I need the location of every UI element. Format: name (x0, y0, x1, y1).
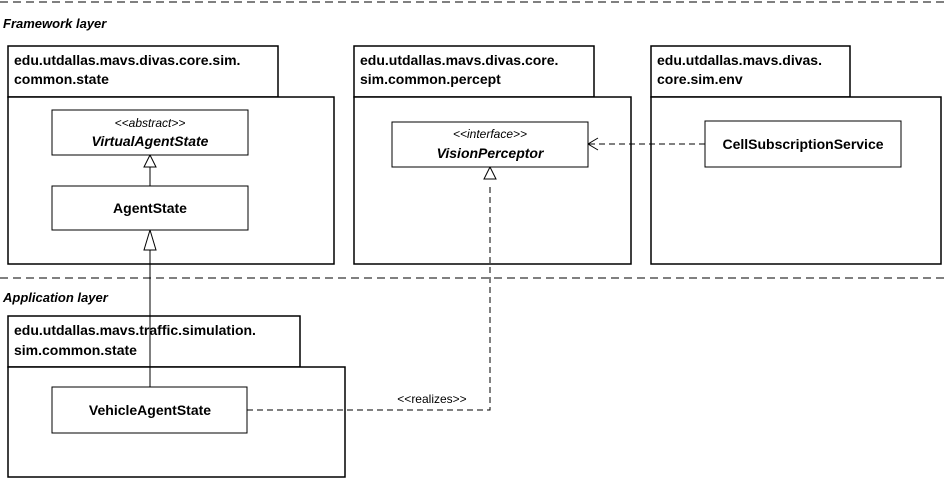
package-core-env-name-line2: core.sim.env (657, 71, 743, 87)
package-core-state-name-line2: common.state (14, 71, 109, 87)
class-vehicle-agent-state: VehicleAgentState (51, 386, 248, 434)
cell-subscription-service-name: CellSubscriptionService (722, 136, 883, 152)
vision-perceptor-name: VisionPerceptor (437, 145, 545, 161)
package-core-percept-name-line2: sim.common.percept (360, 71, 501, 87)
application-layer-label: Application layer (2, 290, 109, 305)
virtual-agent-state-stereotype: <<abstract>> (115, 116, 186, 130)
package-core-state-name-line1: edu.utdallas.mavs.divas.core.sim. (14, 52, 240, 68)
class-cell-subscription-service: CellSubscriptionService (704, 120, 902, 168)
class-vision-perceptor-box (391, 121, 589, 168)
package-traffic-state-tab (7, 315, 301, 368)
class-agent-state: AgentState (51, 185, 249, 231)
package-core-env-tab (650, 45, 851, 98)
package-core-env-name-line1: edu.utdallas.mavs.divas. (657, 52, 822, 68)
generalization-arrowhead-agentstate (143, 228, 157, 251)
class-virtual-agent-state-box (51, 109, 249, 156)
class-vision-perceptor: <<interface>> VisionPerceptor (391, 121, 589, 168)
vehicle-agent-state-name: VehicleAgentState (89, 402, 211, 418)
class-cell-subscription-service-box (704, 120, 902, 168)
realization-line (247, 183, 491, 411)
vision-perceptor-stereotype: <<interface>> (453, 127, 527, 141)
package-core-percept-name-line1: edu.utdallas.mavs.divas.core. (360, 52, 558, 68)
class-vehicle-agent-state-box (51, 386, 248, 434)
class-virtual-agent-state: <<abstract>> VirtualAgentState (51, 109, 249, 156)
virtual-agent-state-name: VirtualAgentState (92, 133, 209, 149)
package-traffic-state-name-line2: sim.common.state (14, 342, 137, 358)
realization-arrowhead (483, 165, 497, 180)
package-traffic-state-name-line1: edu.utdallas.mavs.traffic.simulation. (14, 322, 256, 338)
agent-state-name: AgentState (113, 200, 187, 216)
framework-layer-label: Framework layer (3, 16, 107, 31)
realizes-label: <<realizes>> (397, 392, 466, 406)
class-agent-state-box (51, 185, 249, 231)
generalization-arrowhead-virtualagentstate (143, 153, 157, 168)
